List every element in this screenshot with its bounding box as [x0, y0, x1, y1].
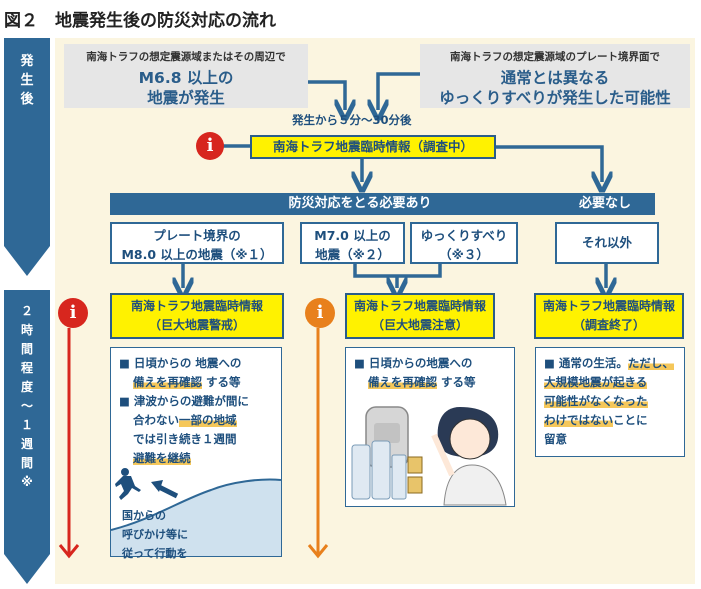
phase-after-occurrence: 発 生 後	[20, 54, 34, 107]
case-m70: M7.0 以上の 地震（※２）	[300, 222, 405, 264]
warning-action-evacuate: ■ 津波からの避難が間に	[119, 394, 249, 408]
ended-actions-panel: ■ 通常の生活。ただし、 大規模地震が起きる 可能性がなくなった わけではないこ…	[535, 347, 685, 457]
person-pointing-icon	[431, 407, 507, 506]
tsunami-evacuation-icon	[111, 468, 281, 556]
warning-action-prepare: ■ 日頃からの 地震への	[119, 356, 242, 370]
response-needed-bar: 防災対応をとる必要あり	[110, 193, 610, 215]
caution-action-prepare: ■ 日頃からの地震への	[354, 356, 473, 370]
phase-two-hours-to-one-week: ２ 時 間 程 度 〜 １ 週 間 ※	[20, 304, 33, 489]
info-megaquake-warning: 南海トラフ地震臨時情報 （巨大地震警戒）	[110, 293, 284, 339]
trigger-slow-slip: 南海トラフの想定震源域のプレート境界面で 通常とは異なる ゆっくりすべりが発生し…	[420, 44, 690, 108]
investigating-info-box: 南海トラフ地震臨時情報（調査中）	[250, 135, 496, 159]
no-response-needed-bar: 必要なし	[555, 193, 655, 215]
timeline-bar	[4, 38, 50, 584]
trigger-m68-earthquake: 南海トラフの想定震源域またはその周辺で M6.8 以上の 地震が発生	[64, 44, 308, 108]
warning-government-guidance: 国からの 呼びかけ等に 従って行動を	[122, 509, 188, 560]
info-investigation-ended: 南海トラフ地震臨時情報 （調査終了）	[534, 293, 684, 339]
emergency-supplies-icon	[351, 406, 423, 500]
case-plate-m80: プレート境界の M8.0 以上の地震（※１）	[110, 222, 284, 264]
info-icon: i	[58, 298, 88, 328]
figure-title: 図２ 地震発生後の防災対応の流れ	[4, 11, 276, 31]
info-megaquake-caution: 南海トラフ地震臨時情報 （巨大地震注意）	[345, 293, 495, 339]
case-slow-slip: ゆっくりすべり （※３）	[410, 222, 518, 264]
info-icon: i	[305, 298, 335, 328]
case-other: それ以外	[555, 222, 659, 264]
timing-label: 発生から５分〜30分後	[292, 113, 412, 127]
info-icon: i	[196, 132, 224, 160]
